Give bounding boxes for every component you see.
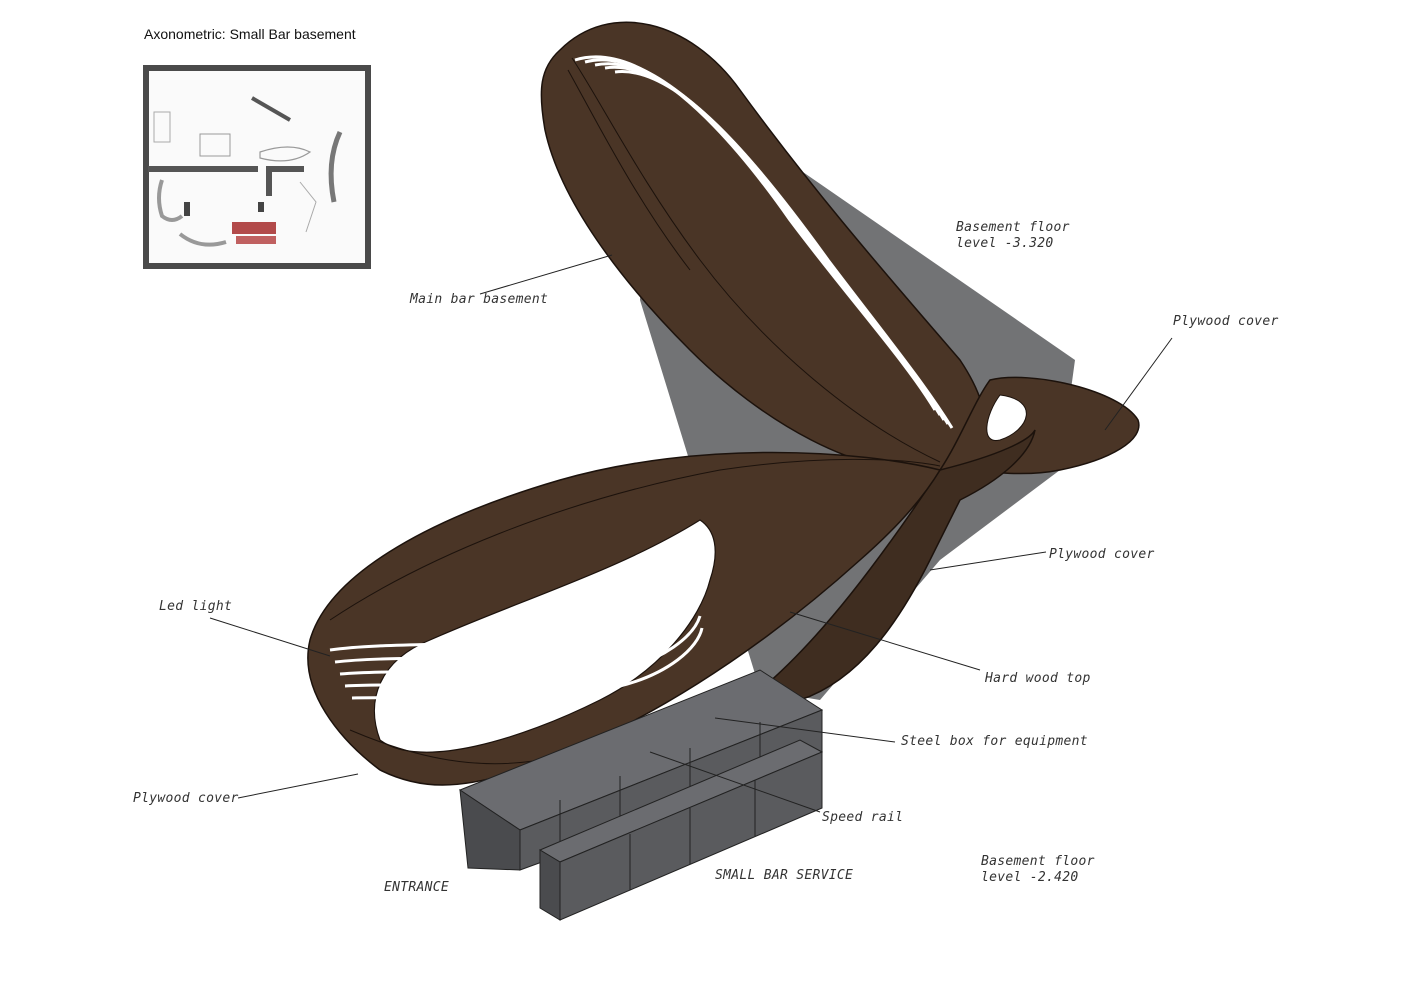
leader-lines [209,254,1173,813]
label-basement-floor-lower-2: level -2.420 [981,870,1079,885]
upper-led-strips [574,55,954,429]
label-entrance: ENTRANCE [384,880,450,895]
steel-box-service [538,739,824,921]
label-basement-floor-upper-1: Basement floor [956,220,1070,235]
drawing-title: Axonometric: Small Bar basement [144,26,356,42]
label-small-bar-service: SMALL BAR SERVICE [715,868,854,883]
label-speed-rail: Speed rail [822,810,904,825]
label-hard-wood-top: Hard wood top [985,671,1091,686]
floor-plan-thumbnail [143,65,371,269]
label-basement-floor-lower-1: Basement floor [981,854,1095,869]
diagonal-band [758,429,1036,701]
lower-led-strips [329,579,704,701]
right-tail [938,376,1140,475]
label-led-light: Led light [159,599,233,614]
label-plywood-cover-top: Plywood cover [1173,314,1279,329]
label-steel-box: Steel box for equipment [901,734,1088,749]
label-main-bar-basement: Main bar basement [410,292,549,307]
upper-loop [540,21,986,472]
label-plywood-cover-left: Plywood cover [133,791,239,806]
label-basement-floor-upper-2: level -3.320 [956,236,1054,251]
label-plywood-cover-mid: Plywood cover [1049,547,1155,562]
lower-opening [373,519,716,753]
